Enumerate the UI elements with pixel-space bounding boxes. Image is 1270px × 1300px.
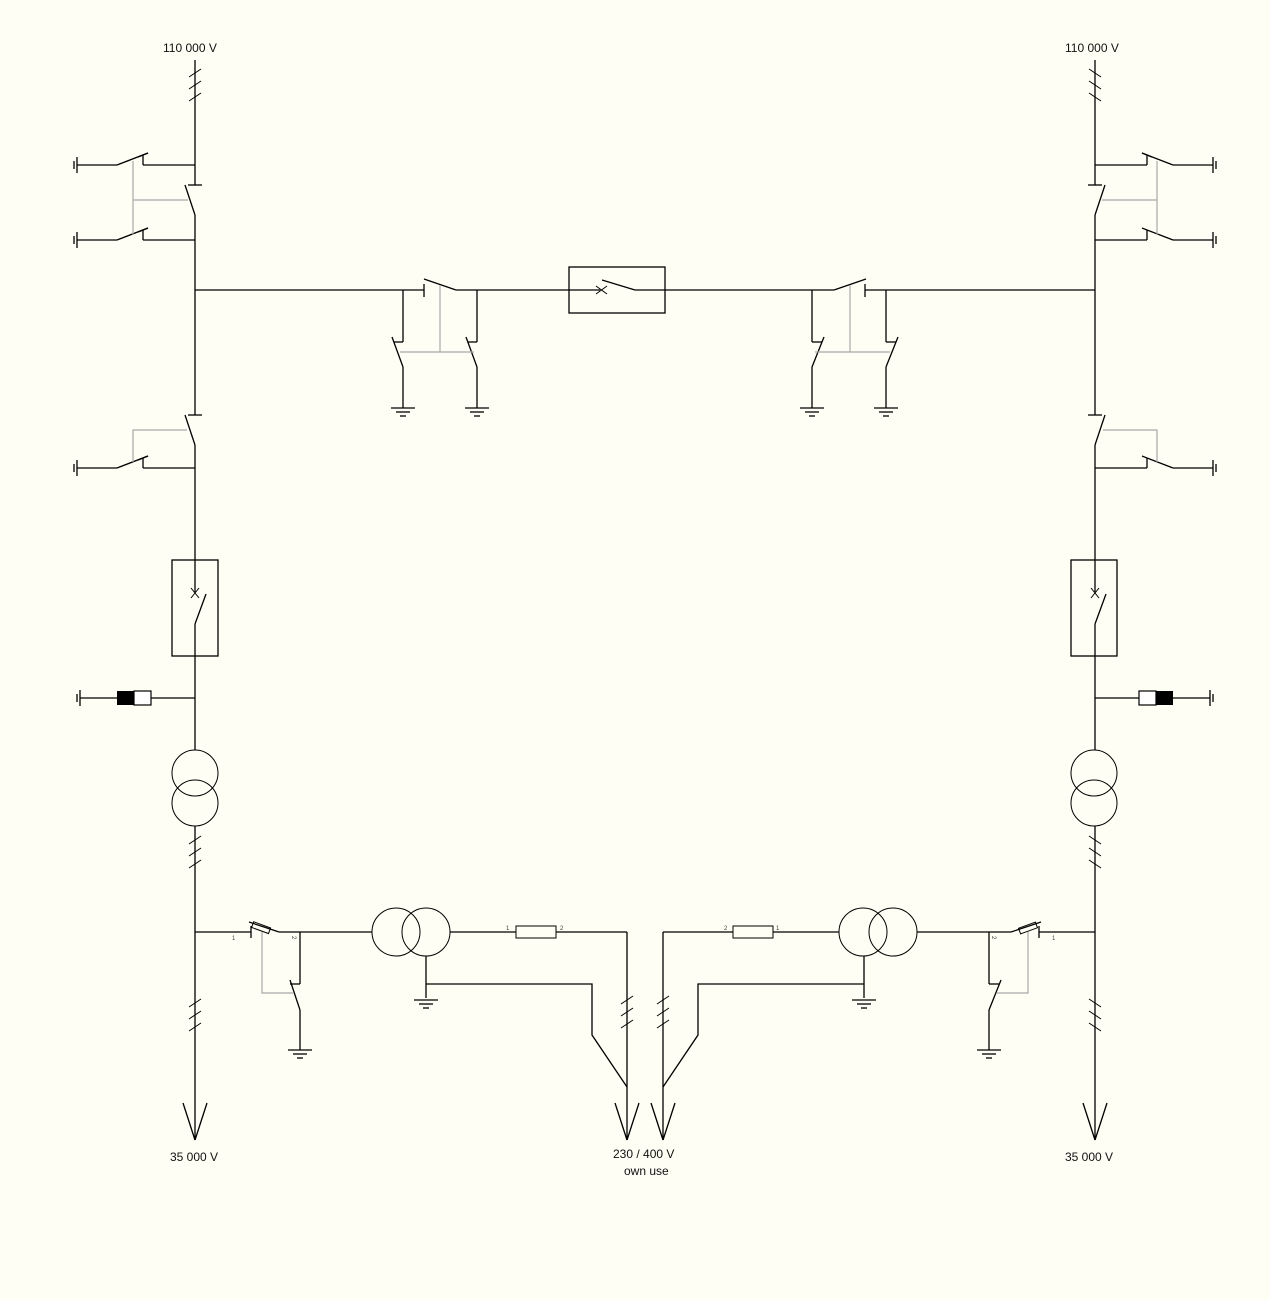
- svg-text:2: 2: [290, 936, 296, 940]
- earth-icon: [1212, 231, 1217, 249]
- right-mv-label: 35 000 V: [1065, 1150, 1113, 1164]
- earth-icon: [73, 156, 78, 174]
- left-feeder: 35 000 V 1 2 1 2: [73, 60, 640, 1164]
- fuse-icon: [732, 925, 774, 939]
- svg-text:2: 2: [560, 926, 564, 932]
- earth-icon: [1209, 689, 1214, 707]
- earth-icon: [76, 689, 81, 707]
- earth-icon: [73, 231, 78, 249]
- circuit-breaker-icon: [1070, 559, 1118, 657]
- earth-icon: [1212, 459, 1217, 477]
- lv-label: 230 / 400 V: [613, 1147, 674, 1161]
- surge-arrester-icon: [117, 691, 134, 705]
- svg-text:1: 1: [506, 926, 510, 932]
- aux-transformer-icon: [868, 907, 918, 957]
- earth-icon: [976, 1049, 1002, 1059]
- earth-icon: [1212, 156, 1217, 174]
- svg-text:2: 2: [724, 926, 728, 932]
- svg-text:1: 1: [1052, 936, 1056, 942]
- aux-transformer-icon: [371, 907, 421, 957]
- svg-text:1: 1: [776, 926, 780, 932]
- svg-text:1: 1: [232, 936, 236, 942]
- earth-icon: [73, 459, 78, 477]
- left-hv-label: 110 000 V: [163, 41, 217, 55]
- fuse-icon: [515, 925, 557, 939]
- lv-sublabel: own use: [624, 1164, 669, 1178]
- right-feeder: 35 000 V 1 2 1 2: [650, 60, 1217, 1164]
- earth-icon: [873, 407, 899, 417]
- left-mv-label: 35 000 V: [170, 1150, 218, 1164]
- bridge: [195, 266, 1095, 417]
- right-hv-label: 110 000 V: [1065, 41, 1119, 55]
- earth-icon: [390, 407, 416, 417]
- earth-icon: [799, 407, 825, 417]
- svg-text:2: 2: [990, 936, 996, 940]
- transformer-icon: [171, 749, 219, 797]
- earth-icon: [413, 999, 439, 1009]
- surge-arrester-icon: [1138, 690, 1157, 706]
- earth-icon: [851, 999, 877, 1009]
- earth-icon: [287, 1049, 313, 1059]
- transformer-icon: [1070, 749, 1118, 797]
- earth-icon: [464, 407, 490, 417]
